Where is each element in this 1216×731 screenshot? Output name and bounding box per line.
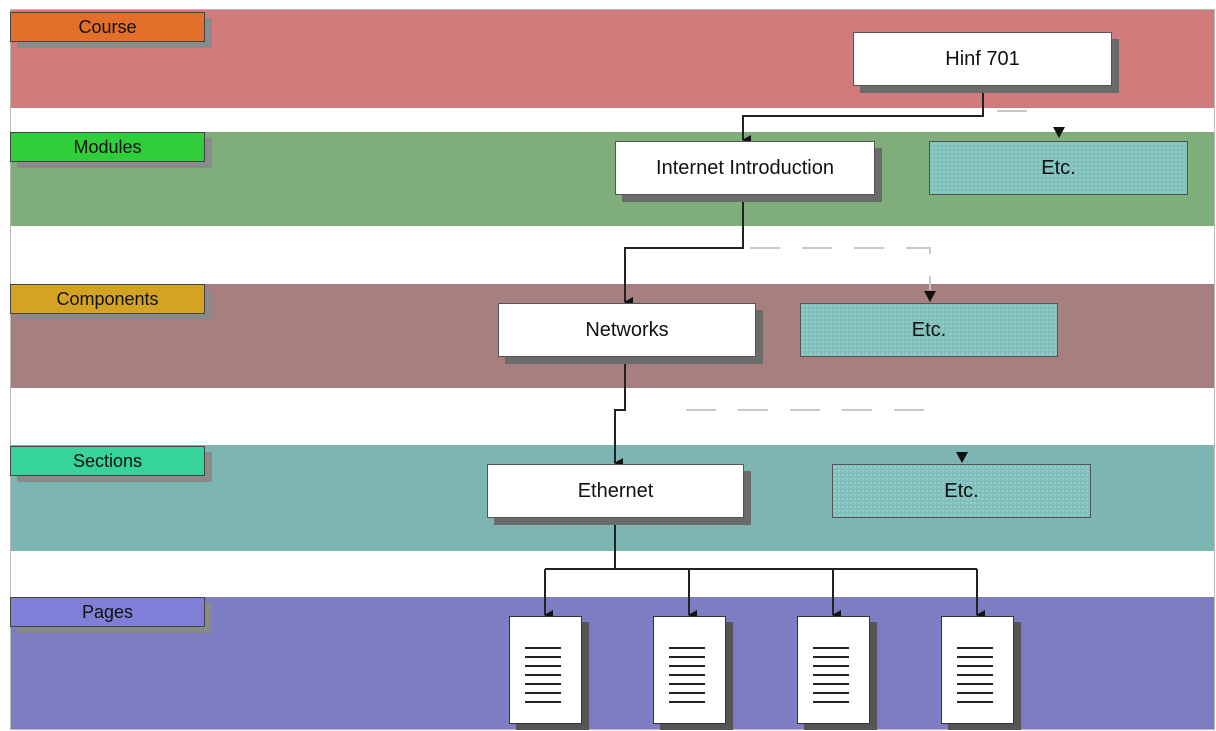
- page-document-icon: [653, 616, 726, 724]
- module-etc-node: Etc.: [929, 141, 1188, 195]
- module-node: Internet Introduction: [615, 141, 875, 195]
- modules-level-tag: Modules: [10, 132, 205, 162]
- section-etc-node: Etc.: [832, 464, 1091, 518]
- course-node: Hinf 701: [853, 32, 1112, 86]
- component-etc-node: Etc.: [800, 303, 1058, 357]
- page-document-icon: [797, 616, 870, 724]
- diagram-frame: [10, 9, 1215, 730]
- page-document-icon: [941, 616, 1014, 724]
- sections-level-tag: Sections: [10, 446, 205, 476]
- components-level-tag: Components: [10, 284, 205, 314]
- component-node: Networks: [498, 303, 756, 357]
- pages-level-tag: Pages: [10, 597, 205, 627]
- page-document-icon: [509, 616, 582, 724]
- course-level-tag: Course: [10, 12, 205, 42]
- section-node: Ethernet: [487, 464, 744, 518]
